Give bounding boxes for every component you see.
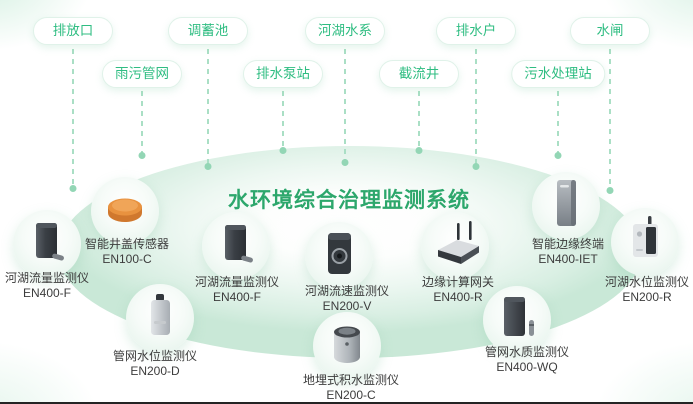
device-model: EN400-WQ: [496, 360, 558, 374]
flow-monitor-icon: [212, 218, 260, 275]
device-circle: [126, 284, 194, 352]
water-quality-monitor-icon: [492, 291, 542, 350]
gateway-router-icon: [426, 218, 484, 275]
device-smart-edge-terminal: [532, 172, 600, 240]
device-circle: [91, 177, 159, 245]
dashed-connector-sewage-treatment-station: [557, 91, 559, 155]
flow-monitor-icon: [23, 216, 71, 273]
device-name: 智能边缘终端: [531, 237, 605, 251]
dashed-connector-discharge-outlet: [72, 49, 74, 188]
device-name: 智能井盖传感器: [84, 237, 170, 251]
source-pill-interception-well: 截流井: [379, 60, 459, 88]
device-river-flow-monitor-center: [202, 212, 270, 280]
device-label-river-velocity-monitor: 河湖流速监测仪 EN200-V: [305, 284, 389, 314]
edge-terminal-icon: [544, 176, 588, 237]
pill-label-discharge-outlet: 排放口: [52, 23, 94, 38]
source-pill-discharge-outlet: 排放口: [33, 17, 113, 45]
device-circle: [532, 172, 600, 240]
dashed-connector-storage-regulation-tank: [207, 49, 209, 166]
device-label-smart-edge-terminal: 智能边缘终端 EN400-IET: [532, 237, 604, 267]
device-model: EN200-V: [322, 299, 372, 313]
level-monitor-icon: [622, 213, 668, 272]
source-pill-rain-sewage-pipe-network: 雨污管网: [102, 60, 182, 88]
source-pill-drainage-pump-station: 排水泵站: [243, 60, 323, 88]
device-name: 地埋式积水监测仪: [302, 373, 400, 387]
dashed-connector-drainage-pump-station: [282, 91, 284, 150]
device-buried-water-monitor: [313, 312, 381, 380]
device-pipe-level-monitor: [126, 284, 194, 352]
manhole-cover-sensor-icon: [99, 189, 151, 234]
device-model: EN100-C: [102, 252, 152, 266]
device-river-flow-monitor-left: [13, 210, 81, 278]
dashed-connector-interception-well: [418, 91, 420, 150]
device-label-pipe-level-monitor: 管网水位监测仪 EN200-D: [113, 349, 197, 379]
device-smart-manhole-sensor: [91, 177, 159, 245]
source-pill-sewage-treatment-station: 污水处理站: [511, 60, 605, 88]
device-name: 河湖水位监测仪: [604, 275, 690, 289]
buried-water-monitor-icon: [323, 318, 371, 375]
pill-label-drainage-household: 排水户: [455, 23, 497, 38]
dashed-connector-rain-sewage-pipe-network: [141, 91, 143, 155]
pill-label-storage-regulation-tank: 调蓄池: [187, 23, 229, 38]
device-label-edge-computing-gateway: 边缘计算网关 EN400-R: [422, 275, 494, 305]
device-circle: [305, 222, 373, 290]
device-pipe-water-quality-monitor: [483, 286, 551, 354]
pipe-level-monitor-icon: [140, 290, 180, 347]
dashed-connector-drainage-household: [475, 49, 477, 166]
source-pill-drainage-household: 排水户: [436, 17, 516, 45]
device-name: 河湖流速监测仪: [304, 284, 390, 298]
device-model: EN400-F: [212, 290, 262, 304]
dashed-connector-sluice-gate: [609, 49, 611, 190]
device-circle: [13, 210, 81, 278]
device-name: 河湖流量监测仪: [4, 271, 90, 285]
diagram-title: 水环境综合治理监测系统: [228, 189, 470, 212]
device-model: EN400-R: [433, 290, 483, 304]
device-circle: [483, 286, 551, 354]
device-label-river-flow-monitor-center: 河湖流量监测仪 EN400-F: [195, 275, 279, 305]
device-label-smart-manhole-sensor: 智能井盖传感器 EN100-C: [85, 237, 169, 267]
device-river-velocity-monitor: [305, 222, 373, 290]
dashed-connector-river-lake-water-system: [344, 49, 346, 162]
pill-label-river-lake-water-system: 河湖水系: [318, 23, 372, 38]
source-pill-river-lake-water-system: 河湖水系: [305, 17, 385, 45]
device-model: EN200-C: [326, 388, 376, 402]
device-model: EN200-R: [622, 290, 672, 304]
device-edge-computing-gateway: [421, 212, 489, 280]
device-model: EN400-F: [22, 286, 72, 300]
source-pill-sluice-gate: 水闸: [570, 17, 650, 45]
pill-label-sewage-treatment-station: 污水处理站: [524, 66, 592, 81]
pill-label-drainage-pump-station: 排水泵站: [256, 66, 310, 81]
device-circle: [611, 208, 679, 276]
velocity-monitor-icon: [317, 228, 361, 285]
device-label-pipe-water-quality-monitor: 管网水质监测仪 EN400-WQ: [485, 345, 569, 375]
pill-label-sluice-gate: 水闸: [596, 23, 624, 38]
device-name: 管网水位监测仪: [112, 349, 198, 363]
pill-label-interception-well: 截流井: [398, 66, 440, 81]
device-model: EN400-IET: [538, 252, 598, 266]
device-label-river-flow-monitor-left: 河湖流量监测仪 EN400-F: [5, 271, 89, 301]
device-river-level-monitor: [611, 208, 679, 276]
device-circle: [202, 212, 270, 280]
device-circle: [421, 212, 489, 280]
device-name: 边缘计算网关: [421, 275, 495, 289]
device-label-river-level-monitor: 河湖水位监测仪 EN200-R: [605, 275, 689, 305]
device-name: 河湖流量监测仪: [194, 275, 280, 289]
device-label-buried-water-monitor: 地埋式积水监测仪 EN200-C: [302, 373, 400, 402]
source-pill-storage-regulation-tank: 调蓄池: [168, 17, 248, 45]
device-name: 管网水质监测仪: [484, 345, 570, 359]
device-circle: [313, 312, 381, 380]
device-model: EN200-D: [130, 364, 180, 378]
pill-label-rain-sewage-pipe-network: 雨污管网: [115, 66, 169, 81]
